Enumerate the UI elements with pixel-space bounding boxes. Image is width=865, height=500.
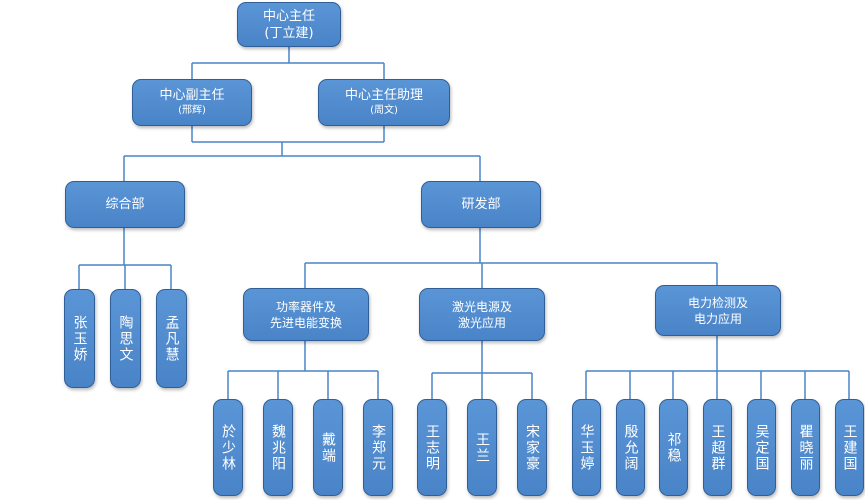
director-title: 中心主任 (262, 8, 315, 24)
member-name: 瞿晓丽 (797, 423, 814, 472)
member-name: 李郑元 (370, 423, 386, 472)
rd-member-node: 李郑元 (363, 399, 393, 496)
general-dept-node: 综合部 (65, 181, 185, 228)
member-name: 殷允阔 (622, 423, 639, 472)
rd-member-node: 华玉婷 (572, 399, 601, 496)
member-name: 王建国 (841, 423, 858, 472)
group-line1: 功率器件及 (275, 299, 336, 314)
group-line2: 先进电能变换 (269, 315, 342, 330)
general-member-node: 孟凡慧 (156, 289, 187, 388)
member-name: 祁稳 (665, 431, 682, 464)
rd-member-node: 王兰 (467, 399, 497, 496)
rd-member-node: 於少林 (213, 399, 243, 496)
assistant-name: (周文) (370, 105, 398, 116)
assistant-title: 中心主任助理 (344, 88, 423, 103)
member-name: 吴定国 (753, 423, 770, 472)
director-assistant-node: 中心主任助理 (周文) (318, 79, 450, 126)
rd-member-node: 殷允阔 (616, 399, 645, 496)
rd-dept-title: 研发部 (461, 197, 501, 212)
member-name: 王志明 (424, 423, 440, 472)
rd-member-node: 祁稳 (659, 399, 688, 496)
group-line2: 激光应用 (457, 315, 506, 330)
member-name: 孟凡慧 (163, 314, 180, 363)
general-dept-title: 综合部 (105, 197, 145, 212)
rd-group-power-node: 功率器件及 先进电能变换 (243, 288, 369, 341)
deputy-director-node: 中心副主任 (邢辉) (132, 79, 252, 126)
member-name: 王超群 (709, 423, 726, 472)
rd-member-node: 戴端 (313, 399, 343, 496)
member-name: 宋家豪 (524, 423, 540, 472)
rd-member-node: 王建国 (835, 399, 864, 496)
rd-dept-node: 研发部 (421, 181, 541, 228)
member-name: 陶思文 (117, 314, 134, 363)
rd-member-node: 王志明 (417, 399, 447, 496)
rd-group-laser-node: 激光电源及 激光应用 (419, 288, 545, 341)
director-name: (丁立建) (264, 25, 314, 41)
director-node: 中心主任 (丁立建) (237, 2, 341, 47)
member-name: 张玉娇 (71, 314, 88, 363)
member-name: 魏兆阳 (270, 423, 286, 472)
rd-member-node: 魏兆阳 (263, 399, 293, 496)
group-line1: 电力检测及 (687, 295, 748, 310)
member-name: 於少林 (220, 423, 236, 472)
deputy-name: (邢辉) (178, 105, 206, 116)
member-name: 戴端 (320, 431, 336, 464)
general-member-node: 张玉娇 (64, 289, 95, 388)
rd-member-node: 瞿晓丽 (791, 399, 820, 496)
group-line1: 激光电源及 (451, 299, 512, 314)
member-name: 华玉婷 (578, 423, 595, 472)
deputy-title: 中心副主任 (159, 88, 225, 103)
general-member-node: 陶思文 (110, 289, 141, 388)
rd-member-node: 宋家豪 (517, 399, 547, 496)
member-name: 王兰 (474, 431, 490, 464)
group-line2: 电力应用 (693, 311, 742, 326)
rd-member-node: 吴定国 (747, 399, 776, 496)
rd-group-electric-node: 电力检测及 电力应用 (655, 285, 781, 336)
rd-member-node: 王超群 (703, 399, 732, 496)
